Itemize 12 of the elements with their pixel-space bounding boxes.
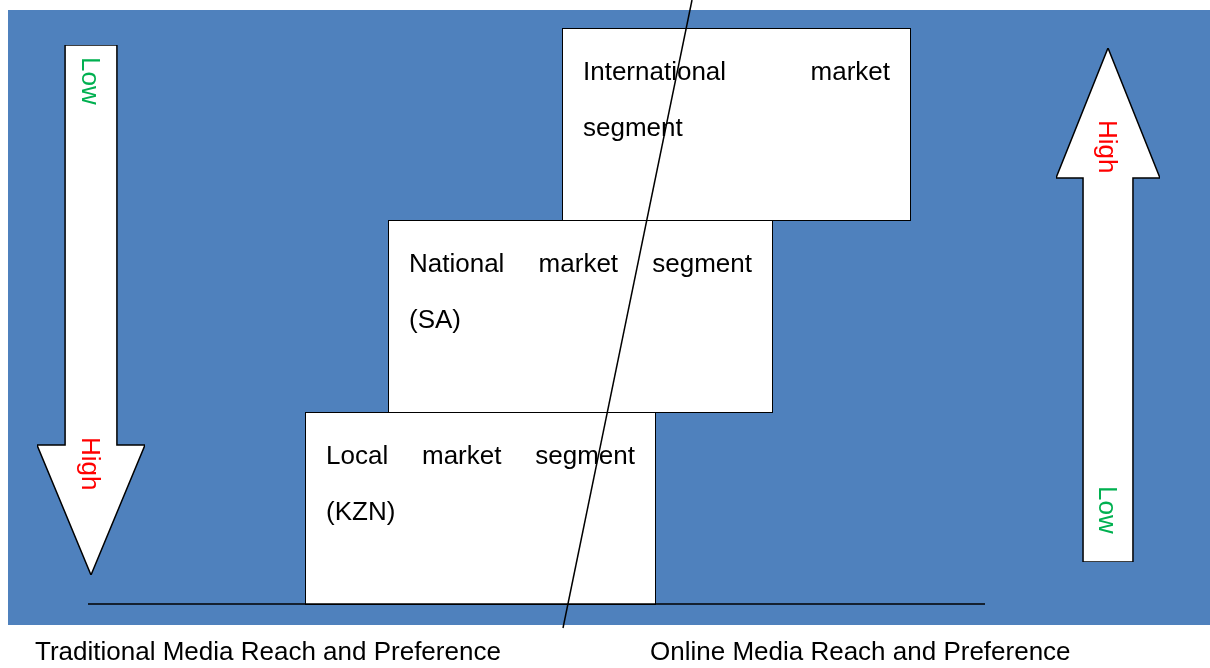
axis-caption: Online Media Reach and Preference xyxy=(650,636,1071,667)
level-label: High xyxy=(1094,120,1122,174)
level-label: Low xyxy=(1094,486,1122,534)
axis-caption: Traditional Media Reach and Preference xyxy=(35,636,501,667)
up-arrow xyxy=(1056,48,1160,562)
level-label: Low xyxy=(77,57,105,105)
segment-box xyxy=(388,220,773,413)
down-arrow xyxy=(37,45,145,575)
segment-label: National market segment (SA) xyxy=(409,247,752,336)
level-label: High xyxy=(77,437,105,491)
segment-box xyxy=(562,28,911,221)
segment-box xyxy=(305,412,656,605)
